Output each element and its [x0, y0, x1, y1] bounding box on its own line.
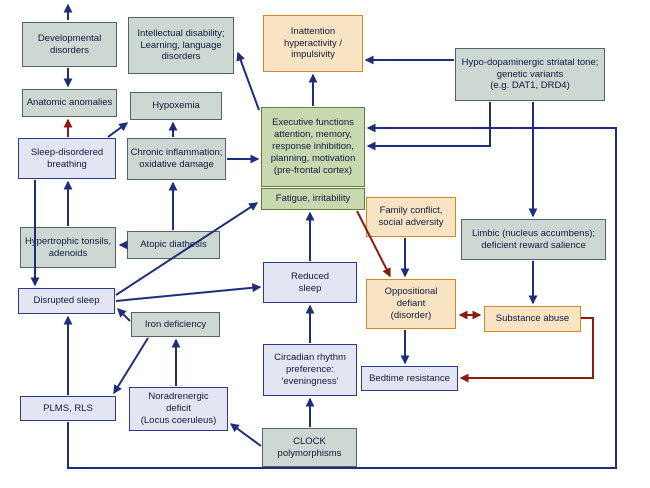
node-atopic-diathesis: Atopic diathesis [127, 231, 220, 259]
node-noradrenergic-deficit: Noradrenergic deficit (Locus coeruleus) [129, 387, 228, 431]
edge-iron-plms [113, 337, 149, 395]
node-disrupted-sleep: Disrupted sleep [18, 288, 115, 314]
node-developmental-disorders: Developmental disorders [22, 22, 117, 67]
node-circadian-rhythm: Circadian rhythm preference: 'eveningnes… [263, 344, 357, 396]
node-bedtime-resistance: Bedtime resistance [361, 366, 458, 391]
edge-clock-noradrenergic [229, 423, 262, 447]
node-executive-functions: Executive functions attention, memory, r… [261, 107, 365, 187]
edge-hypodopa-exec [366, 102, 491, 151]
node-fatigue-irritability: Fatigue, irritability [261, 188, 365, 210]
node-anatomic-anomalies: Anatomic anomalies [22, 89, 117, 117]
node-limbic-reward: Limbic (nucleus accumbens); deficient re… [461, 219, 606, 260]
edge-sdb-hypoxemia [107, 122, 129, 138]
node-family-conflict: Family conflict, social adversity [366, 197, 456, 237]
edge-exec-intellectual [236, 51, 260, 111]
node-hypoxemia: Hypoxemia [130, 92, 222, 120]
node-intellectual-disability: Intellectual disability; Learning, langu… [128, 17, 234, 74]
node-reduced-sleep: Reduced sleep [263, 262, 357, 303]
node-chronic-inflammation: Chronic inflammation; oxidative damage [127, 138, 226, 180]
node-plms-rls: PLMS, RLS [20, 396, 116, 421]
node-hypertrophic-tonsils: Hypertrophic tonsils, adenoids [20, 227, 116, 268]
node-iron-deficiency: Iron deficiency [131, 312, 220, 337]
node-oppositional-defiant: Oppositional defiant (disorder) [366, 279, 456, 329]
edge-iron-disrupted [117, 308, 131, 322]
node-sleep-disordered-breathing: Sleep-disordered breathing [18, 138, 116, 179]
edge-disrupted-reduced [115, 283, 262, 302]
node-clock-polymorphisms: CLOCK polymorphisms [262, 428, 357, 467]
node-inattention-hyperactivity: Inattention hyperactivity / impulsivity [263, 15, 363, 72]
node-hypo-dopaminergic: Hypo-dopaminergic striatal tone; genetic… [455, 48, 605, 101]
node-substance-abuse: Substance abuse [484, 306, 581, 332]
